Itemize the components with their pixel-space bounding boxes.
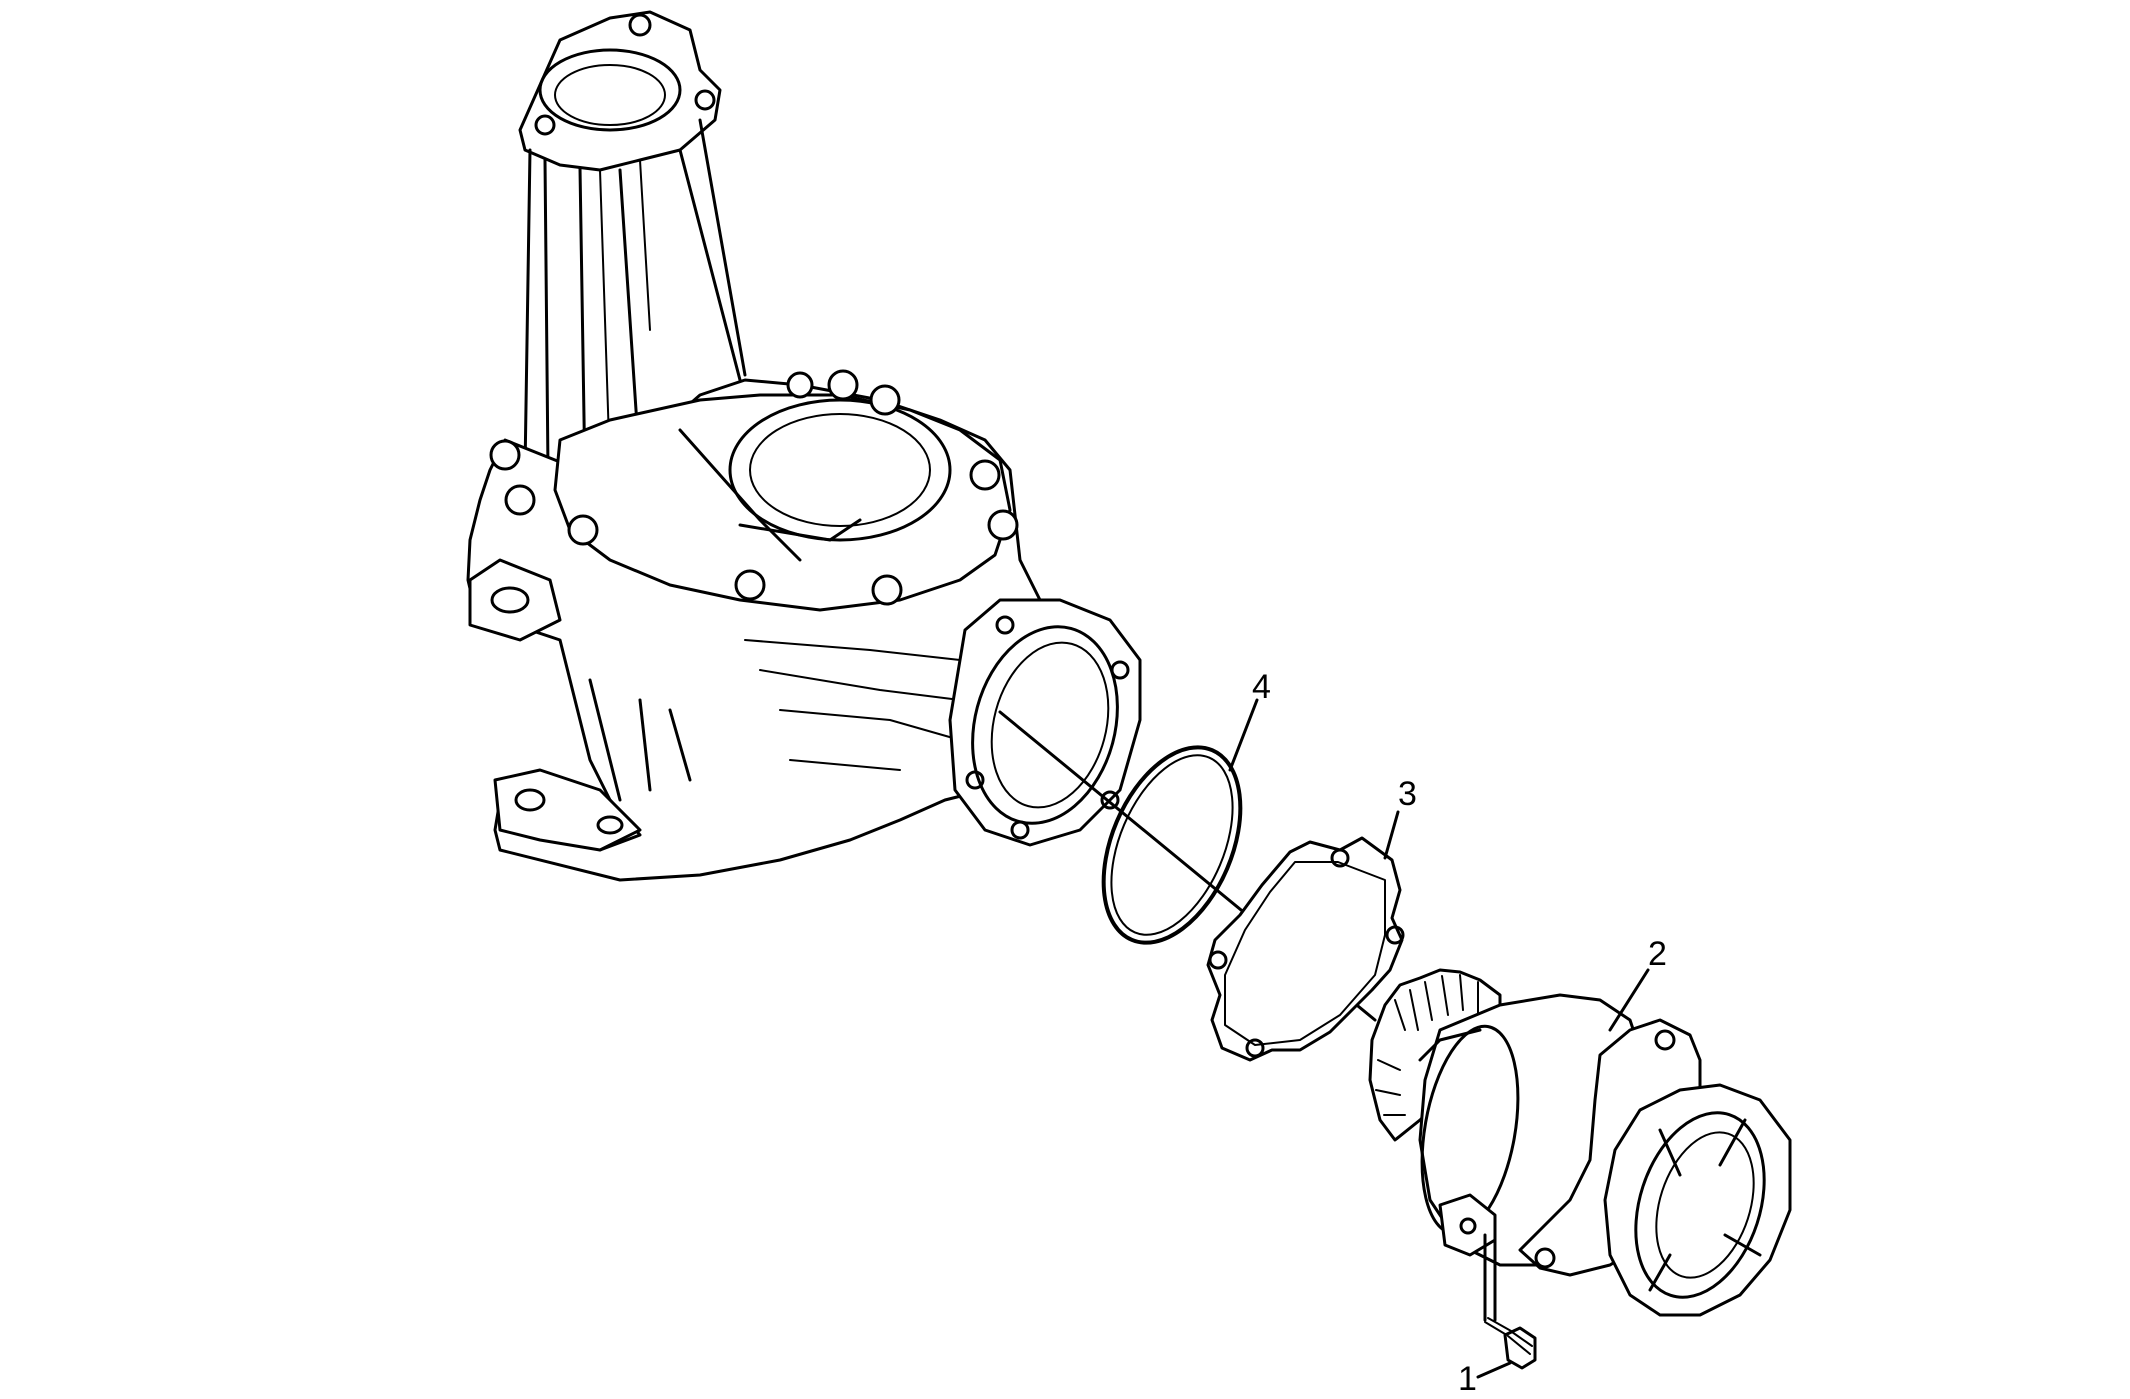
callout-leaders xyxy=(1228,698,1650,1379)
carrier-assembly xyxy=(1368,968,1792,1317)
callout-2: 2 xyxy=(1648,935,1667,973)
callout-4: 4 xyxy=(1252,668,1271,706)
axle-housing xyxy=(466,10,1142,882)
cover-bolts xyxy=(489,369,1019,606)
bolt xyxy=(1483,1233,1537,1370)
o-ring xyxy=(1101,745,1243,945)
gasket xyxy=(1206,836,1405,1062)
callout-3: 3 xyxy=(1398,775,1417,813)
callout-1: 1 xyxy=(1458,1360,1477,1398)
